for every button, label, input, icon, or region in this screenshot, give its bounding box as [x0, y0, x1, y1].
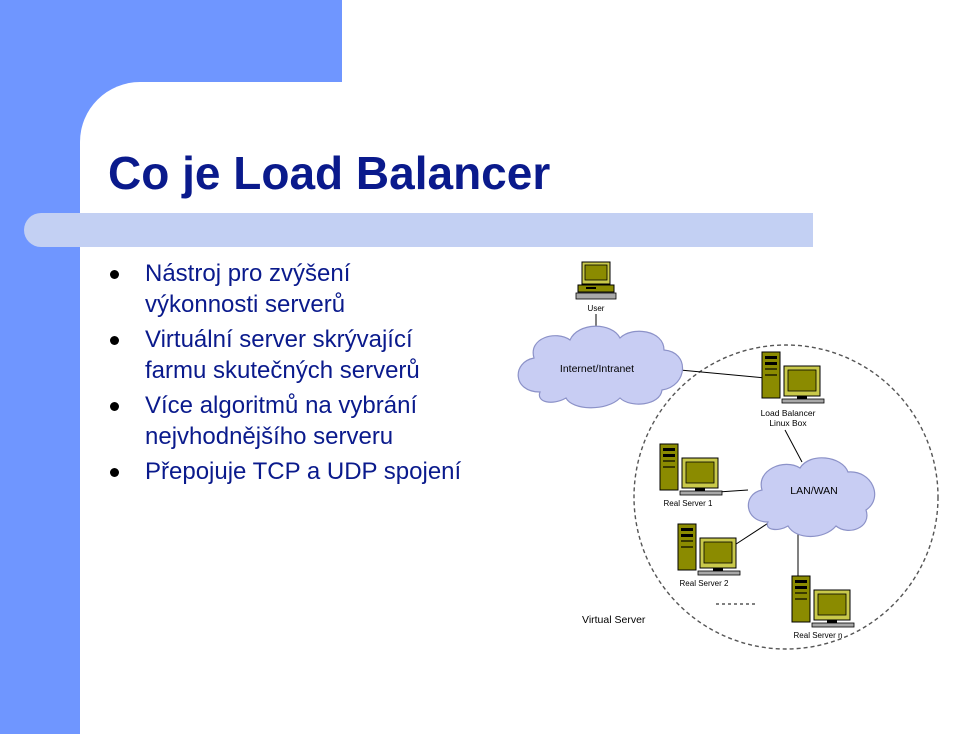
- user-label: User: [588, 304, 605, 313]
- virtual-server-boundary: [633, 344, 939, 650]
- bullet-line: Virtuální server skrývající: [145, 326, 413, 353]
- real-server-2-label: Real Server 2: [680, 579, 729, 588]
- load-balancer-sublabel: Linux Box: [769, 418, 807, 428]
- top-accent-block: [80, 0, 342, 82]
- link-lan-server1: [717, 489, 749, 493]
- bullet-dot-icon: [110, 402, 119, 411]
- virtual-server-label: Virtual Server: [582, 614, 646, 626]
- bullet-dot-icon: [110, 270, 119, 279]
- lan-cloud: [747, 457, 876, 538]
- bullet-line: nejvhodnějšího serveru: [145, 423, 394, 450]
- link-internet-lb: [679, 369, 767, 379]
- bullet-dot-icon: [110, 336, 119, 345]
- bullet-line: Nástroj pro zvýšení: [145, 260, 351, 287]
- real-server-n-label: Real Server n: [794, 631, 843, 640]
- load-balancer-icon: [761, 351, 825, 404]
- internet-cloud: [517, 325, 684, 409]
- load-balancer-label: Load Balancer: [761, 408, 816, 418]
- bullet-item: Nástroj pro zvýšení výkonnosti serverů: [108, 258, 528, 320]
- internet-cloud-label: Internet/Intranet: [560, 363, 634, 375]
- slide-title: Co je Load Balancer: [108, 147, 551, 199]
- bullet-dot-icon: [110, 468, 119, 477]
- real-server-n-icon: [791, 575, 855, 628]
- bullet-list: Nástroj pro zvýšení výkonnosti serverů V…: [108, 258, 528, 491]
- real-server-1-icon: [659, 443, 723, 496]
- bullet-line: farmu skutečných serverů: [145, 357, 420, 384]
- bullet-line: Přepojuje TCP a UDP spojení: [145, 458, 462, 485]
- real-server-1-label: Real Server 1: [664, 499, 713, 508]
- lan-cloud-label: LAN/WAN: [790, 485, 837, 497]
- real-server-2-icon: [677, 523, 741, 576]
- bullet-item: Více algoritmů na vybrání nejvhodnějšího…: [108, 390, 528, 452]
- title-underline-bar: [24, 213, 813, 247]
- link-lb-lan: [784, 429, 803, 463]
- bullet-line: Více algoritmů na vybrání: [145, 392, 418, 419]
- bullet-item: Virtuální server skrývající farmu skuteč…: [108, 324, 528, 386]
- left-accent-bar: [0, 0, 80, 734]
- bullet-item: Přepojuje TCP a UDP spojení: [108, 456, 528, 487]
- bullet-line: výkonnosti serverů: [145, 291, 346, 318]
- user-computer-icon: [575, 261, 617, 300]
